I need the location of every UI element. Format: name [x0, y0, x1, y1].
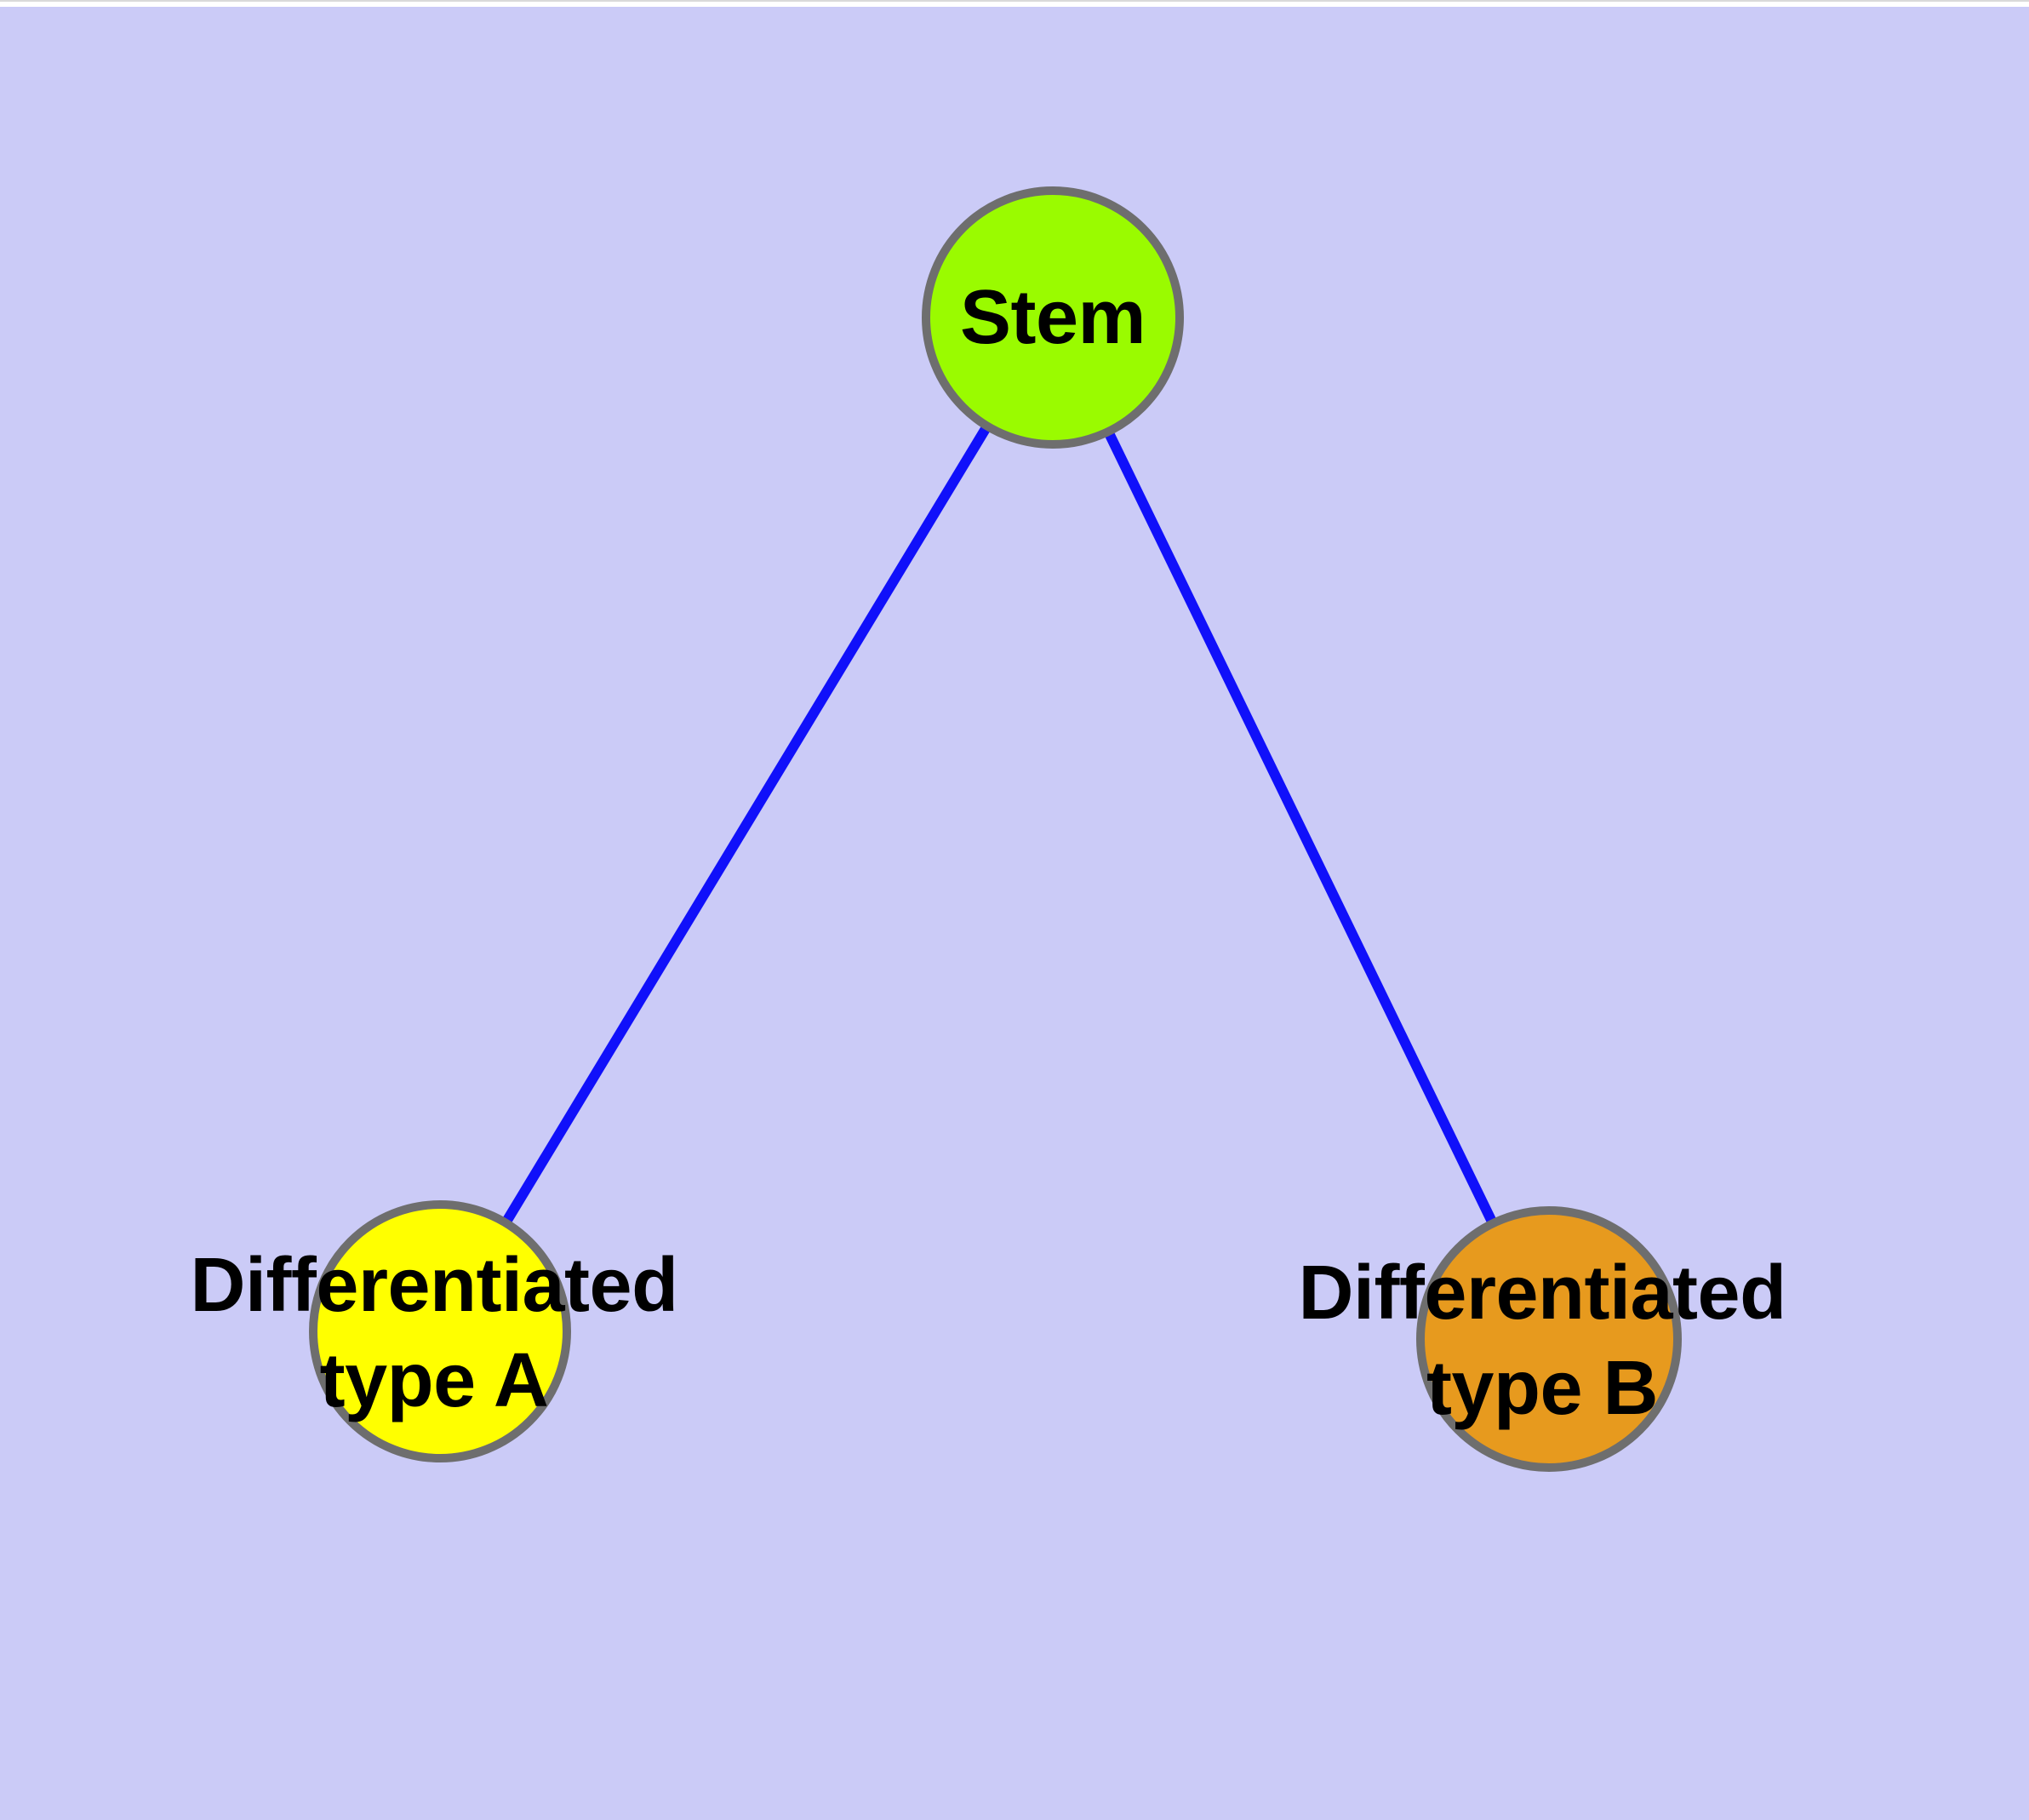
graph-svg	[309, 186, 1682, 1472]
node-differentiated-type-a	[309, 1200, 571, 1462]
edge-stem-to-type-a	[435, 314, 1058, 1335]
top-border-line	[0, 0, 2029, 2]
node-stem	[922, 186, 1184, 449]
edge-stem-to-type-b	[1048, 315, 1554, 1342]
diagram-canvas: Stem Differentiated type A Differentiate…	[0, 7, 2029, 1820]
node-differentiated-type-b	[1416, 1206, 1682, 1472]
